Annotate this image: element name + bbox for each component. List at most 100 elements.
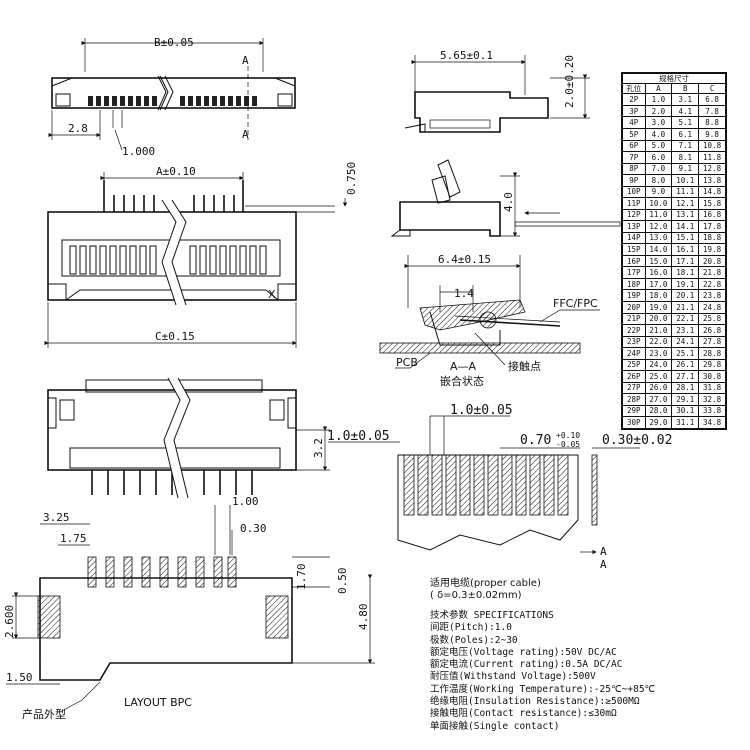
table-cell: 13.0: [644, 231, 673, 245]
table-cell: 30.8: [698, 370, 726, 383]
table-cell: 16.0: [644, 266, 673, 279]
table-cell: 31.1: [671, 416, 700, 429]
cable-line-2: ( δ=0.3±0.02mm): [430, 590, 522, 601]
spec-table-header-cell: C: [698, 83, 726, 95]
table-cell: 10.1: [671, 174, 700, 187]
table-cell: 13.8: [698, 174, 726, 187]
table-cell: 8.0: [644, 174, 673, 187]
front-view-pins: [103, 180, 244, 212]
table-cell: 20.1: [671, 289, 700, 302]
dim-0-750: 0.750: [345, 162, 358, 195]
table-cell: 23.8: [698, 289, 726, 302]
table-cell: 26P: [622, 370, 646, 383]
table-cell: 3.1: [671, 93, 700, 106]
table-cell: 28.0: [644, 404, 673, 418]
table-cell: 19.0: [644, 300, 673, 314]
side-view: 5.65±0.1 2.0±0.20: [404, 49, 590, 133]
table-cell: 21P: [622, 312, 646, 326]
table-cell: 9P: [622, 174, 646, 187]
table-cell: 4.1: [671, 104, 700, 118]
table-cell: 13P: [622, 220, 646, 233]
table-cell: 2.0: [644, 104, 673, 118]
table-cell: 4P: [622, 116, 646, 129]
dim-2-600: 2.600: [3, 605, 16, 638]
table-cell: 27P: [622, 381, 646, 395]
layout-view: 3.25 1.75 1.00 0.30 1.70 0.50 4.80 2.600…: [3, 495, 375, 721]
table-cell: 14.8: [698, 185, 726, 199]
table-cell: 22.0: [644, 335, 673, 349]
table-cell: 8.8: [698, 116, 726, 129]
table-cell: 6P: [622, 139, 646, 153]
dim-b: B±0.05: [154, 36, 194, 49]
spec-line: 间距(Pitch):1.0: [430, 622, 512, 634]
table-cell: 12.8: [698, 162, 726, 176]
table-cell: 7P: [622, 151, 646, 164]
dim-3-25: 3.25: [43, 511, 70, 524]
table-cell: 34.8: [698, 416, 726, 429]
table-cell: 16.8: [698, 208, 726, 222]
layout-label: LAYOUT BPC: [124, 696, 192, 709]
spec-line: 工作温度(Working Temperature):-25℃~+85℃: [430, 683, 656, 695]
table-cell: 6.1: [671, 128, 700, 141]
table-cell: 32.8: [698, 393, 726, 406]
table-cell: 2P: [622, 93, 646, 106]
dim-0-70-tol-minus: -0.05: [556, 440, 580, 449]
table-cell: 17.8: [698, 220, 726, 233]
table-cell: 15.0: [644, 254, 673, 268]
table-cell: 10.0: [644, 197, 673, 210]
cable-note: 适用电缆(proper cable) ( δ=0.3±0.02mm): [430, 578, 541, 602]
table-cell: 27.8: [698, 335, 726, 349]
table-cell: 11.8: [698, 151, 726, 164]
table-cell: 8.1: [671, 151, 700, 164]
table-cell: 11.0: [644, 208, 673, 222]
table-cell: 9.0: [644, 185, 673, 199]
table-cell: 17P: [622, 266, 646, 279]
section-marker-top: A: [242, 54, 249, 67]
table-cell: 15.1: [671, 231, 700, 245]
spec-line: 极数(Poles):2~30: [430, 634, 518, 646]
dim-0-30: 0.30±0.02: [602, 433, 672, 448]
layout-pads: [87, 556, 237, 588]
table-cell: 6.0: [644, 151, 673, 164]
table-cell: 22P: [622, 324, 646, 337]
table-cell: 16P: [622, 254, 646, 268]
table-cell: 27.1: [671, 370, 700, 383]
table-cell: 29P: [622, 404, 646, 418]
pitch-detail-stripes: [403, 454, 569, 516]
table-cell: 15P: [622, 243, 646, 256]
spec-line: 接触电阻(Contact resistance):≤30mΩ: [430, 708, 617, 720]
table-cell: 30P: [622, 416, 646, 429]
spec-line: 技术参数 SPECIFICATIONS: [430, 610, 554, 621]
table-cell: 9.1: [671, 162, 700, 176]
contact-point-label: 接触点: [508, 359, 541, 373]
spec-table-header-cell: B: [671, 83, 700, 95]
table-cell: 24P: [622, 347, 646, 360]
table-cell: 23P: [622, 335, 646, 349]
spec-line: 额定电压(Voltage rating):50V DC/AC: [430, 646, 617, 658]
bottom-view-pins: [91, 470, 253, 495]
table-cell: 11.1: [671, 185, 700, 199]
spec-line: 耐压值(Withstand Voltage):500V: [430, 671, 596, 683]
spec-line: 单面接触(Single contact): [430, 720, 560, 732]
dim-5-65: 5.65±0.1: [440, 49, 493, 62]
dim-2-0: 2.0±0.20: [563, 55, 576, 108]
table-cell: 18.1: [671, 266, 700, 279]
table-cell: 13.1: [671, 208, 700, 222]
dim-0-70-tol-plus: +0.10: [556, 431, 580, 440]
table-cell: 17.0: [644, 277, 673, 291]
table-cell: 14.0: [644, 243, 673, 256]
dim-1-0-top: 1.0±0.05: [450, 403, 513, 418]
cable-line-1: 适用电缆(proper cable): [430, 578, 541, 589]
table-cell: 19P: [622, 289, 646, 302]
